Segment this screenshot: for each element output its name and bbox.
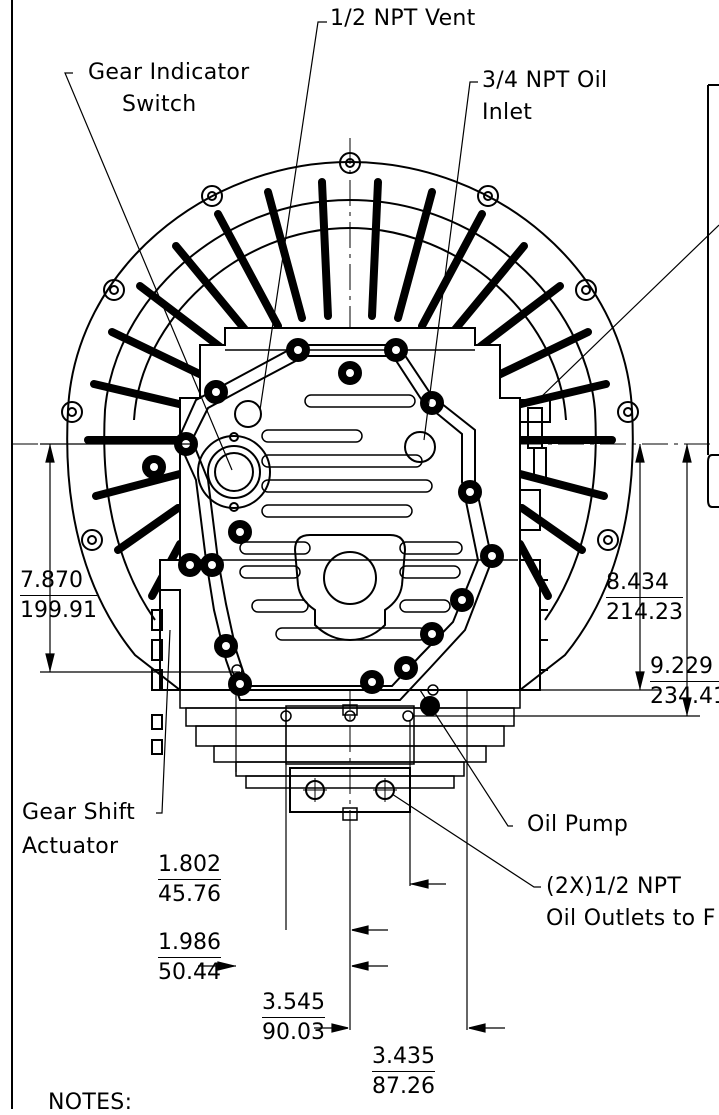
gear-shift-label-2: Actuator — [22, 834, 119, 859]
dimension-inch: 9.229 — [650, 654, 719, 682]
oil-outlets — [289, 767, 411, 813]
leader-lines — [64, 21, 719, 888]
dimension-inch: 7.870 — [20, 568, 97, 596]
gear-indicator-switch — [197, 432, 271, 512]
notes-heading: NOTES: — [48, 1090, 133, 1115]
ports — [234, 400, 436, 463]
outlets-label-1: (2X)1/2 NPT — [546, 874, 682, 899]
dimension-3435: 3.435 87.26 — [372, 1044, 435, 1100]
mounting-lugs — [61, 152, 639, 551]
dimension-inch: 1.802 — [158, 852, 221, 880]
side-view-fragment — [707, 84, 719, 508]
dimension-inch: 3.545 — [262, 990, 325, 1018]
dimension-lines — [40, 443, 700, 1033]
gear-indicator-label-1: Gear Indicator — [88, 60, 250, 85]
outlets-label-2: Oil Outlets to F — [546, 906, 716, 931]
dimension-9229: 9.229 234.41 — [650, 654, 719, 710]
dimension-inch: 8.434 — [606, 570, 683, 598]
dimension-inch: 3.435 — [372, 1044, 435, 1072]
oil-pump-label: Oil Pump — [527, 812, 629, 837]
dimension-inch: 1.986 — [158, 930, 221, 958]
dimension-7870: 7.870 199.91 — [20, 568, 97, 624]
case-details — [179, 349, 521, 821]
dimension-mm: 234.41 — [650, 684, 719, 709]
dimension-8434: 8.434 214.23 — [606, 570, 683, 626]
dimension-mm: 50.44 — [158, 960, 221, 985]
dimension-mm: 214.23 — [606, 600, 683, 625]
dimension-mm: 90.03 — [262, 1020, 325, 1045]
gear-shift-label-1: Gear Shift — [22, 800, 136, 825]
side-fittings — [151, 399, 551, 755]
dimension-1986: 1.986 50.44 — [158, 930, 221, 986]
oil-inlet-label-2: Inlet — [482, 100, 533, 125]
oil-inlet-label-1: 3/4 NPT Oil — [482, 68, 608, 93]
cover-bolts — [142, 338, 504, 716]
dimension-3545: 3.545 90.03 — [262, 990, 325, 1046]
dimension-mm: 199.91 — [20, 598, 97, 623]
dimension-1802: 1.802 45.76 — [158, 852, 221, 908]
dimension-mm: 45.76 — [158, 882, 221, 907]
dimension-mm: 87.26 — [372, 1074, 435, 1099]
vent-label: 1/2 NPT Vent — [330, 6, 476, 31]
oil-pump — [293, 534, 407, 642]
gear-indicator-label-2: Switch — [122, 92, 197, 117]
